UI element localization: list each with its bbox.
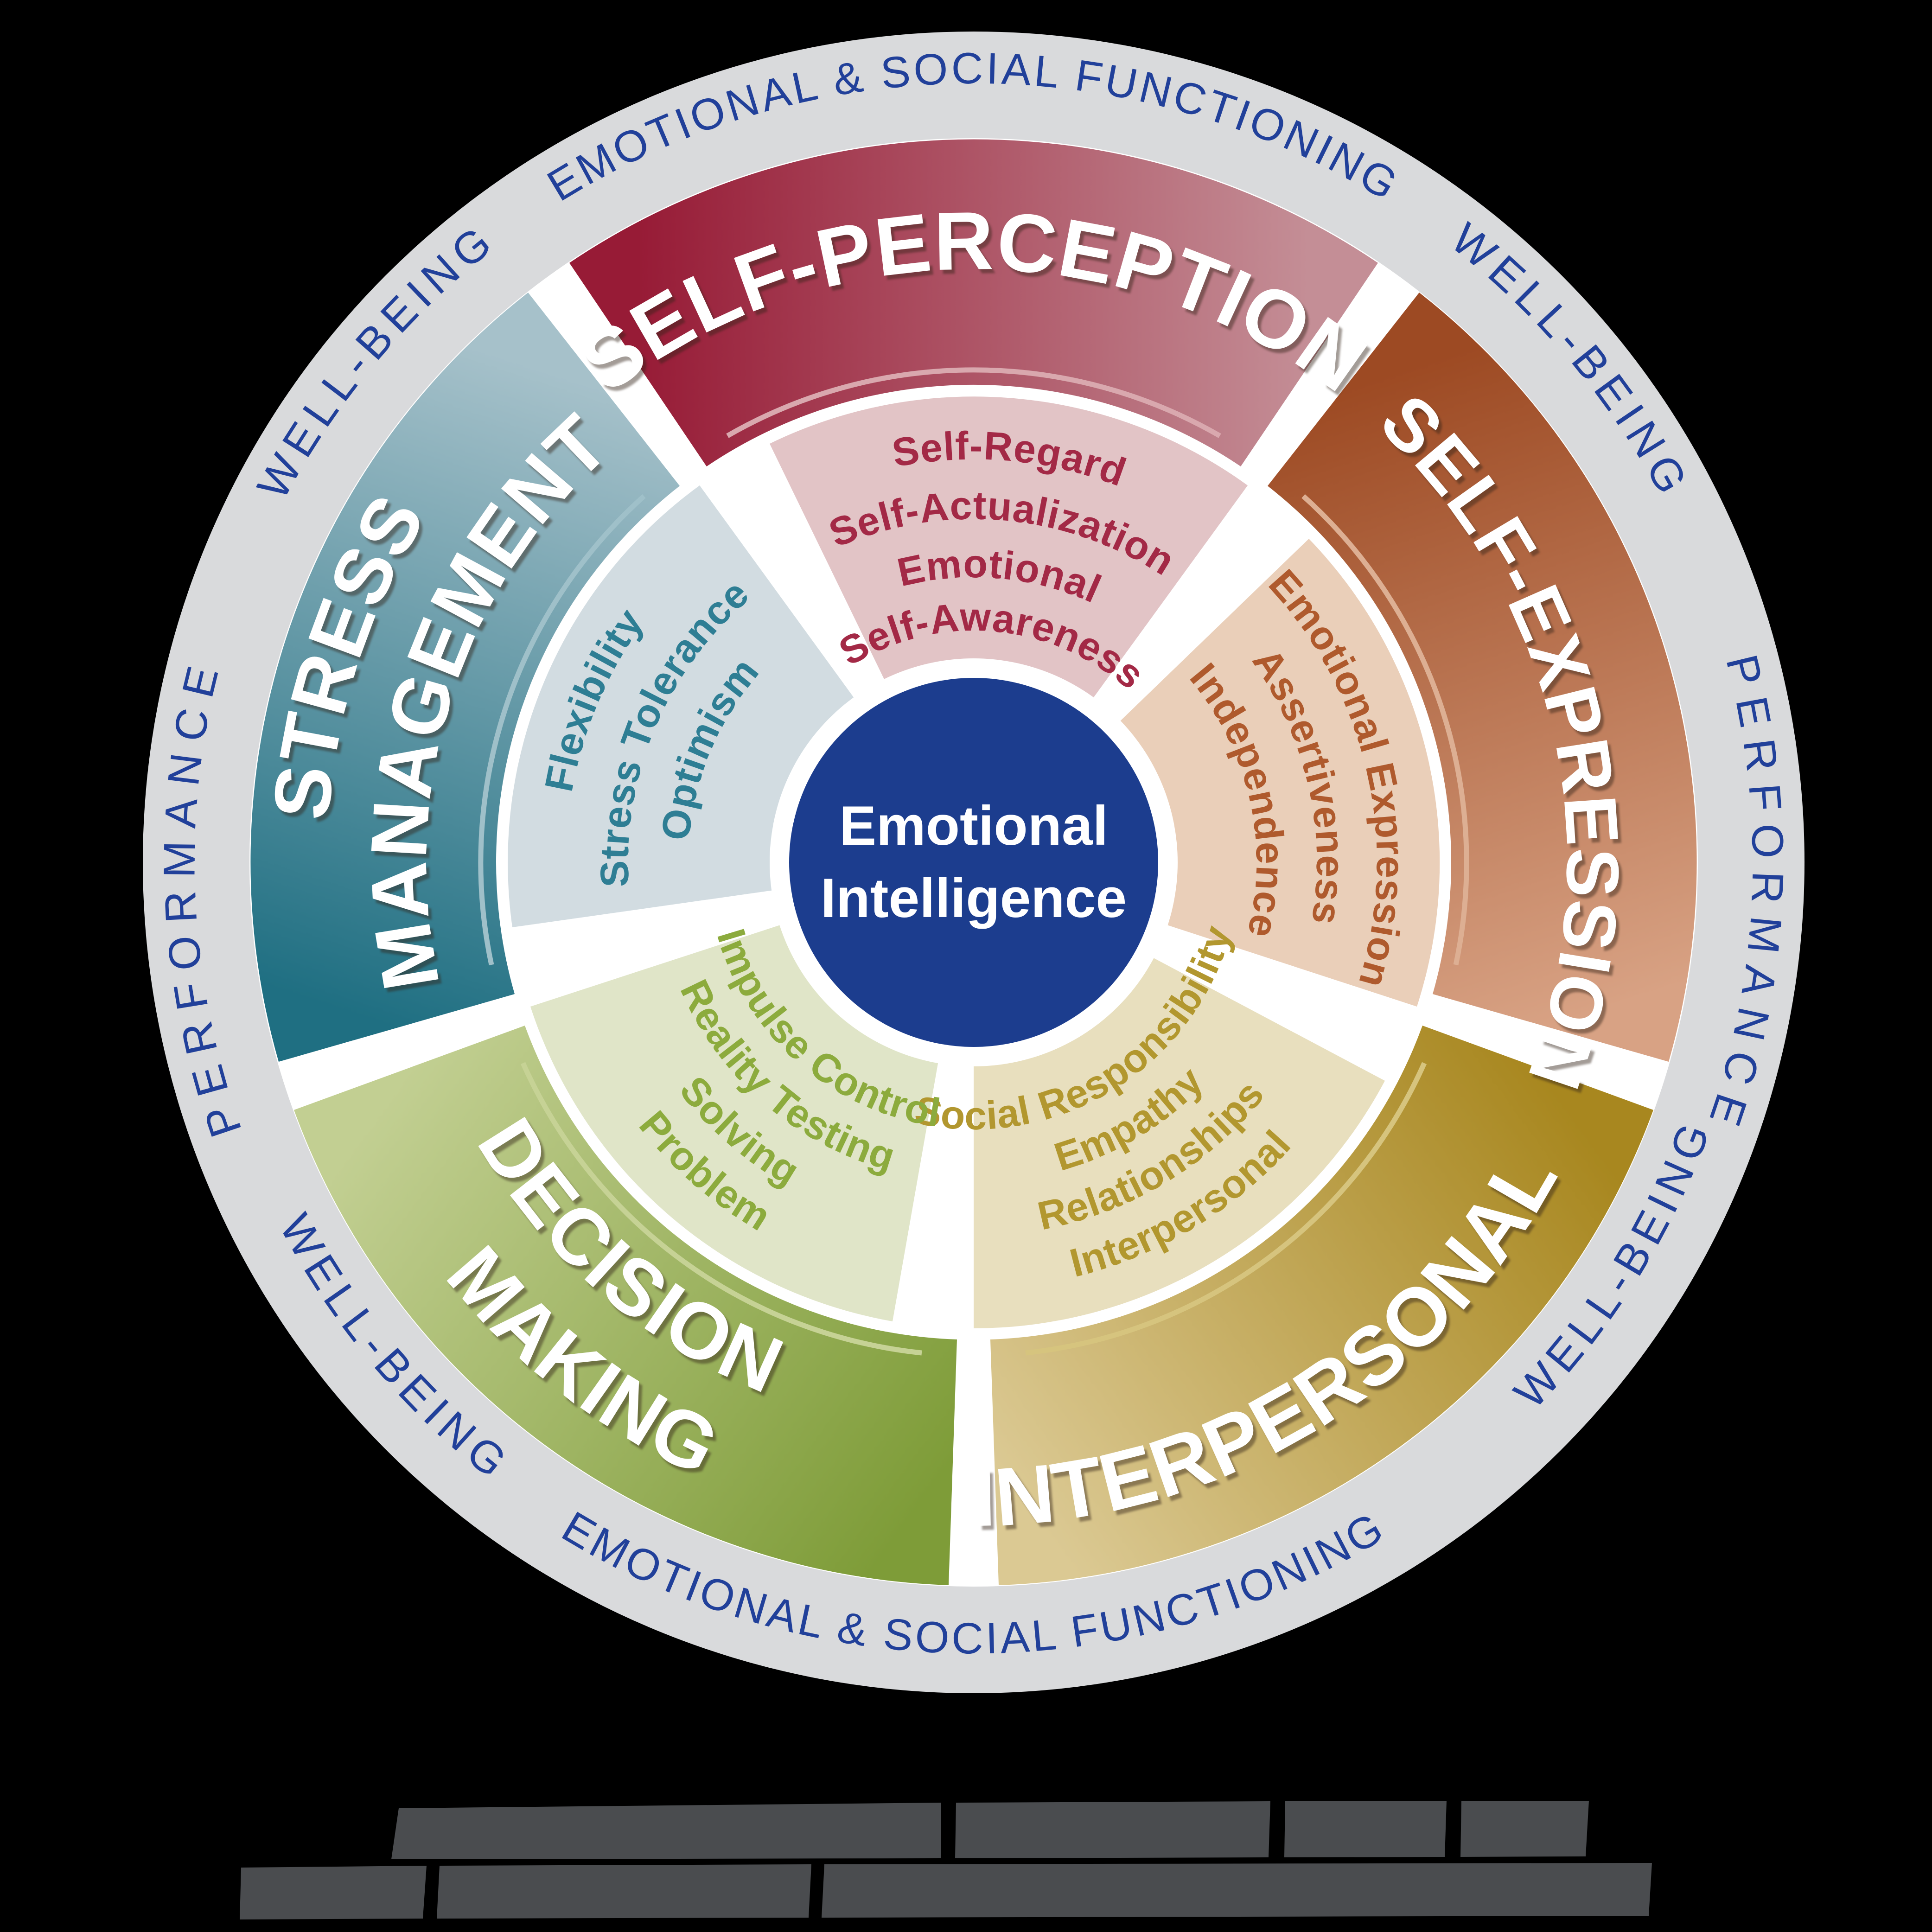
center-circle bbox=[789, 678, 1158, 1047]
caption-artifact-line1-seg2 bbox=[955, 1801, 1270, 1858]
center-label-line1: Emotional bbox=[839, 795, 1108, 857]
caption-artifact-line2-seg2 bbox=[437, 1864, 811, 1919]
caption-artifact-line2-seg3 bbox=[822, 1863, 1652, 1918]
separator-arc-decision-making bbox=[520, 1062, 922, 1356]
caption-artifact-group bbox=[240, 1801, 1652, 1919]
separator-arc-interpersonal bbox=[1025, 1062, 1427, 1356]
caption-artifact-line1-seg4 bbox=[1460, 1801, 1589, 1857]
caption-artifact-line1-seg3 bbox=[1284, 1801, 1447, 1857]
center-label-line2: Intelligence bbox=[821, 867, 1127, 929]
center-label-group: Emotional Intelligence bbox=[821, 795, 1127, 929]
wedge-band-self-expression bbox=[1268, 293, 1697, 1062]
separator-arc-self-perception bbox=[726, 367, 1221, 438]
caption-artifact-line1-seg1 bbox=[391, 1803, 941, 1859]
wedge-band-decision-making bbox=[294, 1026, 957, 1585]
wedge-band-self-perception bbox=[569, 139, 1378, 466]
wedge-band-interpersonal bbox=[990, 1026, 1653, 1585]
wedge-band-stress-management bbox=[250, 293, 680, 1062]
wedge-inner-self-perception bbox=[770, 396, 1248, 699]
wedge-inner-interpersonal bbox=[974, 957, 1385, 1328]
separator-arc-self-expression bbox=[1301, 494, 1469, 966]
wedge-inner-decision-making bbox=[530, 925, 938, 1321]
separator-arc-stress-management bbox=[478, 494, 646, 966]
caption-artifact-line2-seg1 bbox=[240, 1866, 427, 1919]
wedge-inner-stress-management bbox=[508, 485, 855, 927]
wedge-inner-self-expression bbox=[1119, 539, 1440, 1007]
